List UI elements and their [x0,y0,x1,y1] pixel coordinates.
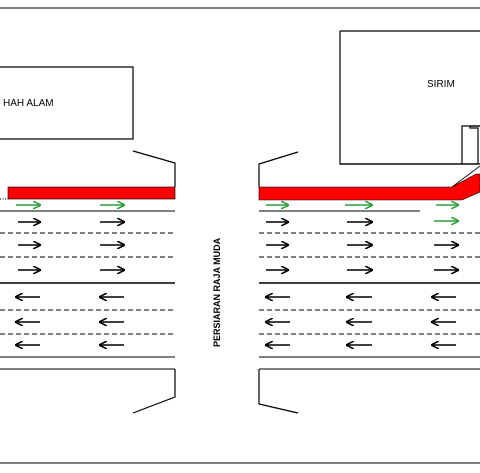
intersection-corners [132,150,299,414]
building-sirim-label: SIRIM [427,79,455,90]
red-lane-right [258,165,480,201]
cross-road-label: PERSIARAN RAJA MUDA [212,237,222,347]
lane-lines-right [259,210,480,370]
westbound-arrows [16,297,456,345]
lane-lines-left [0,210,175,370]
red-lane-left [0,186,176,200]
eastbound-arrows [18,222,458,270]
building-left: HAH ALAM [0,66,134,140]
building-left-label: HAH ALAM [3,98,54,109]
building-sirim: SIRIM [339,30,480,165]
green-arrows [16,205,458,221]
